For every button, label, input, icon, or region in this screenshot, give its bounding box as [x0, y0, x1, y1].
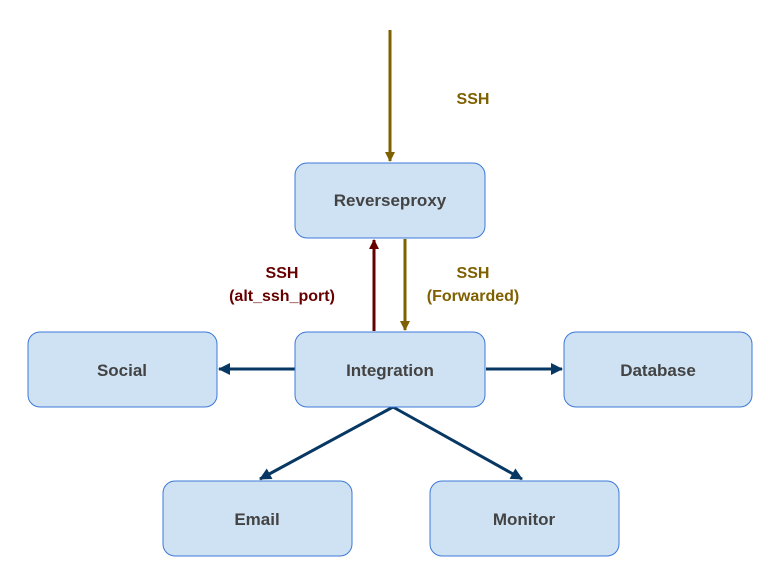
- forwarded-ssh-label-line1: SSH: [457, 265, 490, 282]
- node-database[interactable]: Database: [563, 331, 753, 408]
- node-reverseproxy-label: Reverseproxy: [334, 191, 447, 210]
- node-database-label: Database: [620, 361, 696, 380]
- node-integration[interactable]: Integration: [294, 331, 486, 408]
- forwarded-ssh-label-line2: (Forwarded): [427, 288, 519, 305]
- node-monitor-label: Monitor: [493, 510, 556, 529]
- incoming-ssh-label: SSH: [457, 91, 490, 108]
- alt-ssh-label-line2: (alt_ssh_port): [229, 288, 335, 305]
- node-email-label: Email: [234, 510, 279, 529]
- node-monitor[interactable]: Monitor: [429, 480, 620, 557]
- node-social[interactable]: Social: [27, 331, 218, 408]
- node-integration-label: Integration: [346, 361, 434, 380]
- alt-ssh-label-line1: SSH: [266, 265, 299, 282]
- integration-to-email-arrow: [259, 405, 394, 481]
- node-social-label: Social: [97, 361, 147, 380]
- node-reverseproxy[interactable]: Reverseproxy: [294, 162, 486, 239]
- node-email[interactable]: Email: [162, 480, 353, 557]
- integration-to-monitor-arrow: [392, 405, 523, 481]
